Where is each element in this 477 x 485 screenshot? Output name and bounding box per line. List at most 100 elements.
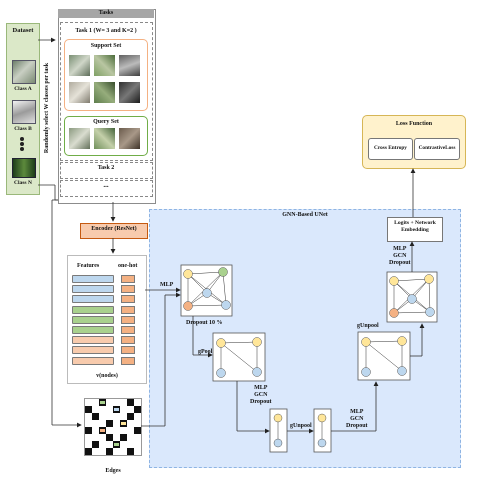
graph4-node-1 <box>317 413 327 423</box>
mlp-gcn-dropout-1-line1: MLP <box>254 385 268 391</box>
adjacency-cell <box>120 420 127 427</box>
graph6-node-1 <box>389 276 399 286</box>
contrastive-label: ContrastiveLoss <box>418 145 456 151</box>
adjacency-cell <box>85 434 92 441</box>
adjacency-cell <box>127 399 134 406</box>
adjacency-cell <box>134 399 141 406</box>
feature-vector-row <box>72 285 114 294</box>
adjacency-cell <box>99 427 106 434</box>
adjacency-highlight <box>121 422 126 425</box>
graph1-node-1 <box>183 269 193 279</box>
graph5-edges <box>365 340 403 372</box>
mlp-gcn-dropout-3: MLP GCN Dropout <box>389 246 411 267</box>
feature-vector-row <box>72 326 114 334</box>
graph5-node-3 <box>361 367 371 377</box>
class-b-label: Class B <box>14 126 32 132</box>
mlp-gcn-dropout-1: MLP GCN Dropout <box>250 385 272 406</box>
adjacency-cell <box>106 399 113 406</box>
tasks-header <box>58 9 154 18</box>
feature-vector-row <box>72 315 114 324</box>
adjacency-highlight <box>100 401 105 404</box>
adjacency-cell <box>92 441 99 448</box>
adjacency-cell <box>85 441 92 448</box>
graph6-node-5 <box>425 307 435 317</box>
adjacency-cell <box>127 406 134 413</box>
nodes-caption: v(nodes) <box>96 373 118 379</box>
adjacency-cell <box>134 406 141 413</box>
adjacency-cell <box>134 448 141 455</box>
graph1-node-4 <box>183 301 193 311</box>
adjacency-cell <box>106 413 113 420</box>
feature-vector-row <box>72 305 114 314</box>
graph2-node-1 <box>216 338 226 348</box>
class-a-label: Class A <box>14 86 32 92</box>
mlp-gcn-dropout-2-line3: Dropout <box>346 423 368 429</box>
adjacency-cell <box>113 399 120 406</box>
adjacency-cell <box>106 434 113 441</box>
support-image-6 <box>119 82 140 103</box>
onehot-vector-cell <box>121 315 135 324</box>
adjacency-cell <box>85 399 92 406</box>
graph5-node-1 <box>361 337 371 347</box>
adjacency-cell <box>85 427 92 434</box>
ellipsis-vertical <box>20 137 25 151</box>
adjacency-cell <box>120 413 127 420</box>
adjacency-cell <box>127 441 134 448</box>
unet-title: GNN-Based UNet <box>282 212 328 218</box>
adjacency-cell <box>85 448 92 455</box>
onehot-vector-cell <box>121 336 135 345</box>
contrastive-box <box>414 138 460 160</box>
dropout-label: Dropout 10 % <box>186 320 223 326</box>
adjacency-cell <box>92 420 99 427</box>
adjacency-cell <box>92 434 99 441</box>
adjacency-cell <box>106 441 113 448</box>
adjacency-cell <box>85 420 92 427</box>
class-n-label: Class N <box>14 180 32 186</box>
task1-title: Task 1 (W= 3 and K=2 ) <box>75 28 137 34</box>
adjacency-highlight <box>114 443 119 446</box>
graph4-node-2 <box>317 438 327 448</box>
task-more-box <box>60 180 153 197</box>
gunpool-label-1: gUnpool <box>290 423 312 429</box>
task2-box <box>60 162 153 179</box>
adjacency-cell <box>134 413 141 420</box>
adjacency-cell <box>134 434 141 441</box>
graph1-node-5 <box>221 300 231 310</box>
adjacency-cell <box>134 420 141 427</box>
adjacency-cell <box>99 406 106 413</box>
onehot-label: one-hot <box>118 263 138 269</box>
query-image-2 <box>94 128 115 149</box>
adjacency-cell <box>99 399 106 406</box>
mlp-gcn-dropout-1-line2: GCN <box>254 392 268 398</box>
query-set-title: Query Set <box>93 119 119 125</box>
adjacency-cell <box>92 448 99 455</box>
support-image-4 <box>69 82 90 103</box>
edges-grid <box>84 398 142 456</box>
tasks-to-edges-connector <box>51 199 82 428</box>
feature-vector-row <box>72 346 114 355</box>
adjacency-cell <box>127 413 134 420</box>
adjacency-cell <box>120 427 127 434</box>
mlp-gcn-dropout-3-line1: MLP <box>393 246 407 252</box>
graph5-to-graph6-connector <box>410 323 425 357</box>
graph6-node-4 <box>389 308 399 318</box>
feature-vector-row <box>72 295 114 304</box>
class-a-image <box>12 60 36 84</box>
onehot-vector-cell <box>121 285 135 294</box>
class-n-image <box>12 158 36 178</box>
mlp-gcn-dropout-3-line3: Dropout <box>389 260 411 266</box>
mlp-in-label: MLP <box>160 282 174 288</box>
graph6-node-3 <box>407 294 417 304</box>
adjacency-cell <box>113 420 120 427</box>
adjacency-cell <box>85 413 92 420</box>
adjacency-cell <box>113 434 120 441</box>
adjacency-cell <box>85 406 92 413</box>
support-set-title: Support Set <box>90 43 122 49</box>
adjacency-cell <box>92 399 99 406</box>
ce-box <box>368 138 413 160</box>
graph3-node-2 <box>273 438 283 448</box>
query-image-1 <box>69 128 90 149</box>
adjacency-cell <box>113 413 120 420</box>
encoder-box <box>80 223 148 239</box>
